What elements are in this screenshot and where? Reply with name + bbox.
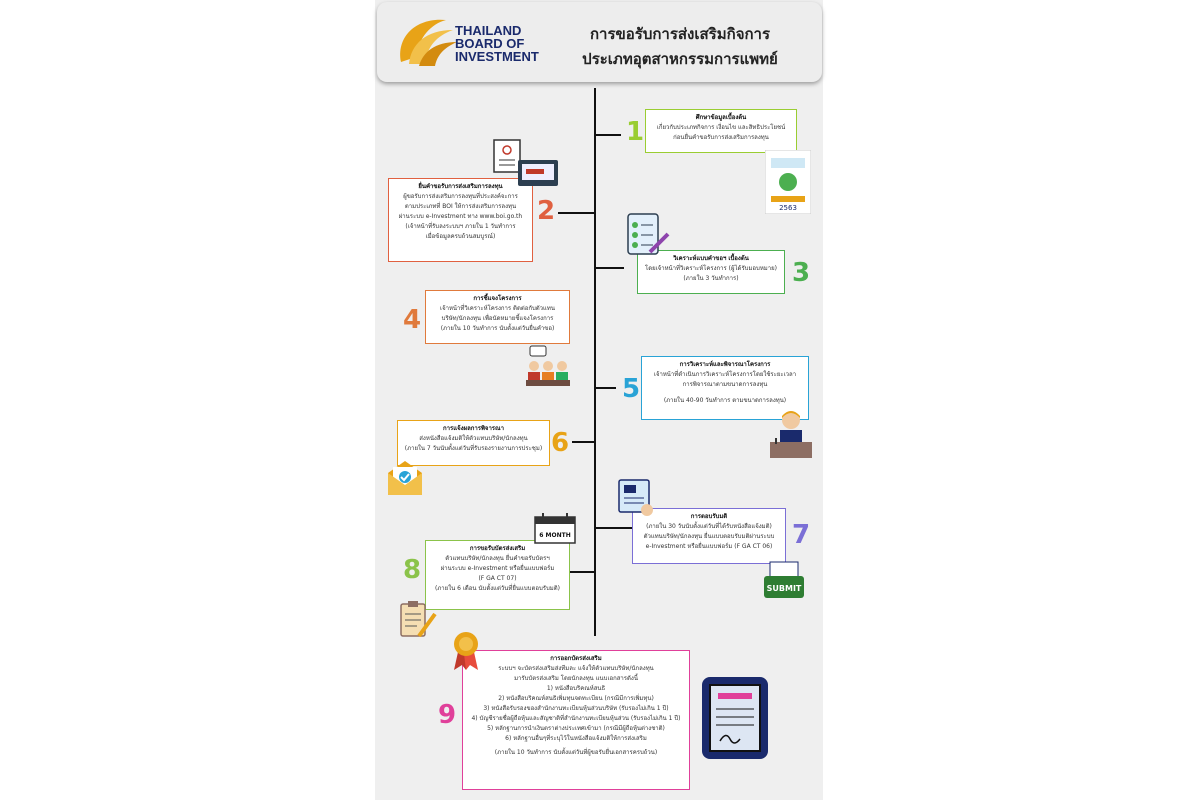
step-1-box: ศึกษาข้อมูลเบื้องต้น เกี่ยวกับประเภทกิจก… xyxy=(645,109,797,153)
step-7-box: การตอบรับมติ (ภายใน 30 วันนับตั้งแต่วันท… xyxy=(632,508,786,564)
step-4-box: การชี้แจงโครงการ เจ้าหน้าที่วิเคราะห์โคร… xyxy=(425,290,570,344)
step-8-title: การขอรับบัตรส่งเสริม xyxy=(430,544,565,554)
step-6-line: (ภายใน 7 วันนับตั้งแต่วันที่รับรองรายงาน… xyxy=(402,444,545,454)
timeline-tick-5 xyxy=(596,387,616,389)
checklist-icon xyxy=(624,212,670,258)
step-6-line: ส่งหนังสือแจ้งมติให้ตัวแทนบริษัท/นักลงทุ… xyxy=(402,434,545,444)
step-4-title: การชี้แจงโครงการ xyxy=(430,294,565,304)
step-9-box: การออกบัตรส่งเสริม ระบบฯ จะบัตรส่งเสริมส… xyxy=(462,650,690,790)
step-9-line: 1) หนังสือบริคณห์สนธิ xyxy=(467,684,685,694)
submit-label: SUBMIT xyxy=(767,584,802,593)
step-2-number: 2 xyxy=(537,196,555,226)
step-8-line: ผ่านระบบ e-Investment หรือยื่นแบบฟอร์ม xyxy=(430,564,565,574)
step-7-line: (ภายใน 30 วันนับตั้งแต่วันที่ได้รับหนังส… xyxy=(637,522,781,532)
timeline-tick-3 xyxy=(596,267,624,269)
step-9-number: 9 xyxy=(438,700,456,730)
step-2-line: ผู้ขอรับการส่งเสริมการลงทุนที่ประสงค์จะก… xyxy=(393,192,528,202)
presenter-podium-icon xyxy=(766,408,816,460)
step-9-line: 3) หนังสือรับรองของสำนักงานทะเบียนหุ้นส่… xyxy=(467,704,685,714)
step-6-title: การแจ้งผลการพิจารณา xyxy=(402,424,545,434)
certificate-icon xyxy=(700,675,770,761)
investment-guide-book-icon: 2563 xyxy=(765,150,811,214)
step-2-line: (เจ้าหน้าที่รับลงระบบฯ ภายใน 1 วันทำการ xyxy=(393,222,528,232)
book-year-label: 2563 xyxy=(779,204,797,212)
step-7-line: ตัวแทนบริษัท/นักลงทุน ยื่นแบบตอบรับมติผ่… xyxy=(637,532,781,542)
page-title-line-2: ประเภทอุตสาหกรรมการแพทย์ xyxy=(530,47,830,71)
step-5-line: การพิจารณาตามขนาดการลงทุน xyxy=(646,380,804,390)
step-5-title: การวิเคราะห์และพิจารณาโครงการ xyxy=(646,360,804,370)
step-7-number: 7 xyxy=(792,520,810,550)
step-4-line: เจ้าหน้าที่วิเคราะห์โครงการ ติดต่อกับตัว… xyxy=(430,304,565,314)
step-1-line: เกี่ยวกับประเภทกิจการ เงื่อนไข และสิทธิป… xyxy=(650,123,792,133)
logo-line-3: INVESTMENT xyxy=(455,50,539,63)
document-form-icon xyxy=(617,478,655,518)
six-month-calendar-icon: 6 MONTH xyxy=(533,513,577,545)
approval-letter-icon xyxy=(386,459,424,497)
step-5-number: 5 xyxy=(622,374,640,404)
submit-icon: SUBMIT xyxy=(762,560,806,604)
step-9-line: 2) หนังสือบริคณห์สนธิเพิ่มทุนจดทะเบียน (… xyxy=(467,694,685,704)
step-9-line: มารับบัตรส่งเสริม โดยนักลงทุน แนบเอกสารด… xyxy=(467,674,685,684)
step-5-line: (ภายใน 40-90 วันทำการ ตามขนาดการลงทุน) xyxy=(646,396,804,406)
step-8-number: 8 xyxy=(403,555,421,585)
step-9-line: ระบบฯ จะบัตรส่งเสริมส่งทีมละ แจ้งให้ตัวแ… xyxy=(467,664,685,674)
step-1-title: ศึกษาข้อมูลเบื้องต้น xyxy=(650,113,792,123)
timeline-spine xyxy=(594,88,596,636)
boi-logo-text: THAILAND BOARD OF INVESTMENT xyxy=(455,24,539,63)
step-3-line: โดยเจ้าหน้าที่วิเคราะห์โครงการ (ผู้ได้รั… xyxy=(642,264,780,274)
step-9-title: การออกบัตรส่งเสริม xyxy=(467,654,685,664)
step-3-number: 3 xyxy=(792,258,810,288)
step-9-line: 4) บัญชีรายชื่อผู้ถือหุ้นและสัญชาติที่สำ… xyxy=(467,714,685,724)
meeting-discussion-icon xyxy=(524,344,572,388)
calendar-label: 6 MONTH xyxy=(539,532,570,539)
step-2-line: เมื่อข้อมูลครบถ้วนสมบูรณ์) xyxy=(393,232,528,242)
step-6-number: 6 xyxy=(551,428,569,458)
step-9-line: 5) หลักฐานการนำเงินตราต่างประเทศเข้ามา (… xyxy=(467,724,685,734)
step-8-box: การขอรับบัตรส่งเสริม ตัวแทนบริษัท/นักลงท… xyxy=(425,540,570,610)
step-2-line: ผ่านระบบ e-Investment ทาง www.boi.go.th xyxy=(393,212,528,222)
step-8-line: (F GA CT 07) xyxy=(430,574,565,584)
page-title-line-1: การขอรับการส่งเสริมกิจการ xyxy=(530,22,830,46)
step-1-number: 1 xyxy=(626,117,644,147)
step-9-line: 6) หลักฐานอื่นๆที่ระบุไว้ในหนังสือแจ้งมต… xyxy=(467,734,685,744)
step-1-line: ก่อนยื่นคำขอรับการส่งเสริมการลงทุน xyxy=(650,133,792,143)
step-7-line: e-Investment หรือยื่นแบบฟอร์ม (F GA CT 0… xyxy=(637,542,781,552)
step-5-line: เจ้าหน้าที่ดำเนินการวิเคราะห์โครงการโดยใ… xyxy=(646,370,804,380)
step-9-line: (ภายใน 10 วันทำการ นับตั้งแต่วันที่ผู้ขอ… xyxy=(467,748,685,758)
timeline-tick-1 xyxy=(596,134,621,136)
step-4-line: บริษัท/นักลงทุน เพื่อนัดหมายชี้แจงโครงกา… xyxy=(430,314,565,324)
boi-logo-icon xyxy=(391,12,461,72)
timeline-tick-6 xyxy=(572,441,595,443)
step-4-line: (ภายใน 10 วันทำการ นับตั้งแต่วันยื่นคำขอ… xyxy=(430,324,565,334)
step-3-line: (ภายใน 3 วันทำการ) xyxy=(642,274,780,284)
step-8-line: ตัวแทนบริษัท/นักลงทุน ยื่นคำขอรับบัตรฯ xyxy=(430,554,565,564)
award-medal-icon xyxy=(448,630,484,672)
timeline-tick-2 xyxy=(558,212,595,214)
timeline-tick-7 xyxy=(596,527,632,529)
timeline-tick-8 xyxy=(570,571,595,573)
step-7-title: การตอบรับมติ xyxy=(637,512,781,522)
step-2-box: ยื่นคำขอรับการส่งเสริมการลงทุน ผู้ขอรับก… xyxy=(388,178,533,262)
step-4-number: 4 xyxy=(403,305,421,335)
step-2-line: ตามประเภทที่ BOI ให้การส่งเสริมการลงทุน xyxy=(393,202,528,212)
clipboard-writing-icon xyxy=(397,600,437,640)
computer-application-icon xyxy=(492,138,562,190)
step-8-line: (ภายใน 6 เดือน นับตั้งแต่วันที่ยื่นแบบตอ… xyxy=(430,584,565,594)
